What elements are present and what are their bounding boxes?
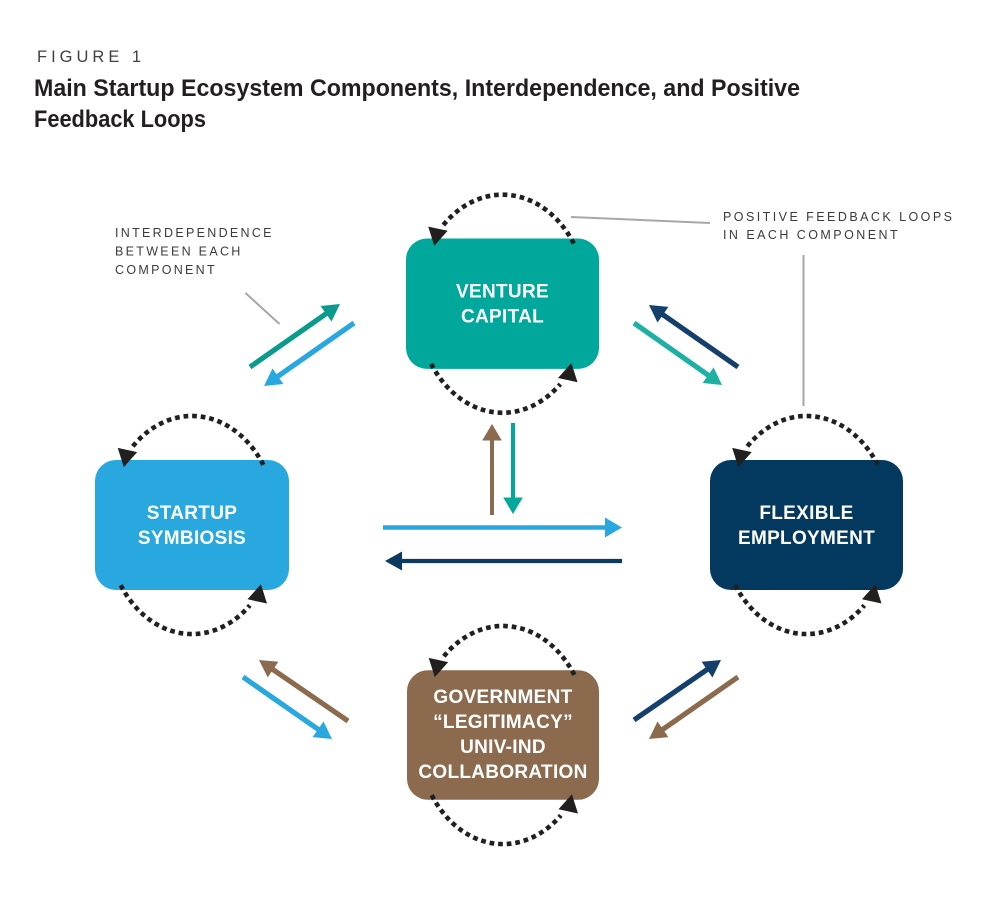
svg-text:POSITIVE FEEDBACK LOOPS: POSITIVE FEEDBACK LOOPS [723, 210, 954, 224]
svg-text:VENTURE: VENTURE [456, 282, 549, 303]
svg-text:Main Startup Ecosystem Compone: Main Startup Ecosystem Components, Inter… [34, 75, 800, 102]
svg-text:FIGURE 1: FIGURE 1 [37, 48, 145, 66]
svg-text:UNIV-IND: UNIV-IND [460, 737, 546, 758]
svg-text:Feedback Loops: Feedback Loops [34, 106, 206, 133]
svg-text:GOVERNMENT: GOVERNMENT [433, 687, 572, 708]
svg-text:SYMBIOSIS: SYMBIOSIS [138, 528, 246, 549]
svg-text:FLEXIBLE: FLEXIBLE [759, 503, 853, 524]
svg-text:“LEGITIMACY”: “LEGITIMACY” [433, 712, 573, 733]
svg-text:IN EACH COMPONENT: IN EACH COMPONENT [723, 228, 900, 242]
svg-text:COMPONENT: COMPONENT [115, 263, 217, 277]
svg-text:EMPLOYMENT: EMPLOYMENT [738, 528, 875, 549]
svg-text:COLLABORATION: COLLABORATION [418, 762, 587, 783]
svg-text:STARTUP: STARTUP [147, 503, 237, 524]
svg-text:CAPITAL: CAPITAL [461, 307, 544, 328]
svg-text:BETWEEN EACH: BETWEEN EACH [115, 245, 243, 259]
svg-text:INTERDEPENDENCE: INTERDEPENDENCE [115, 226, 274, 240]
